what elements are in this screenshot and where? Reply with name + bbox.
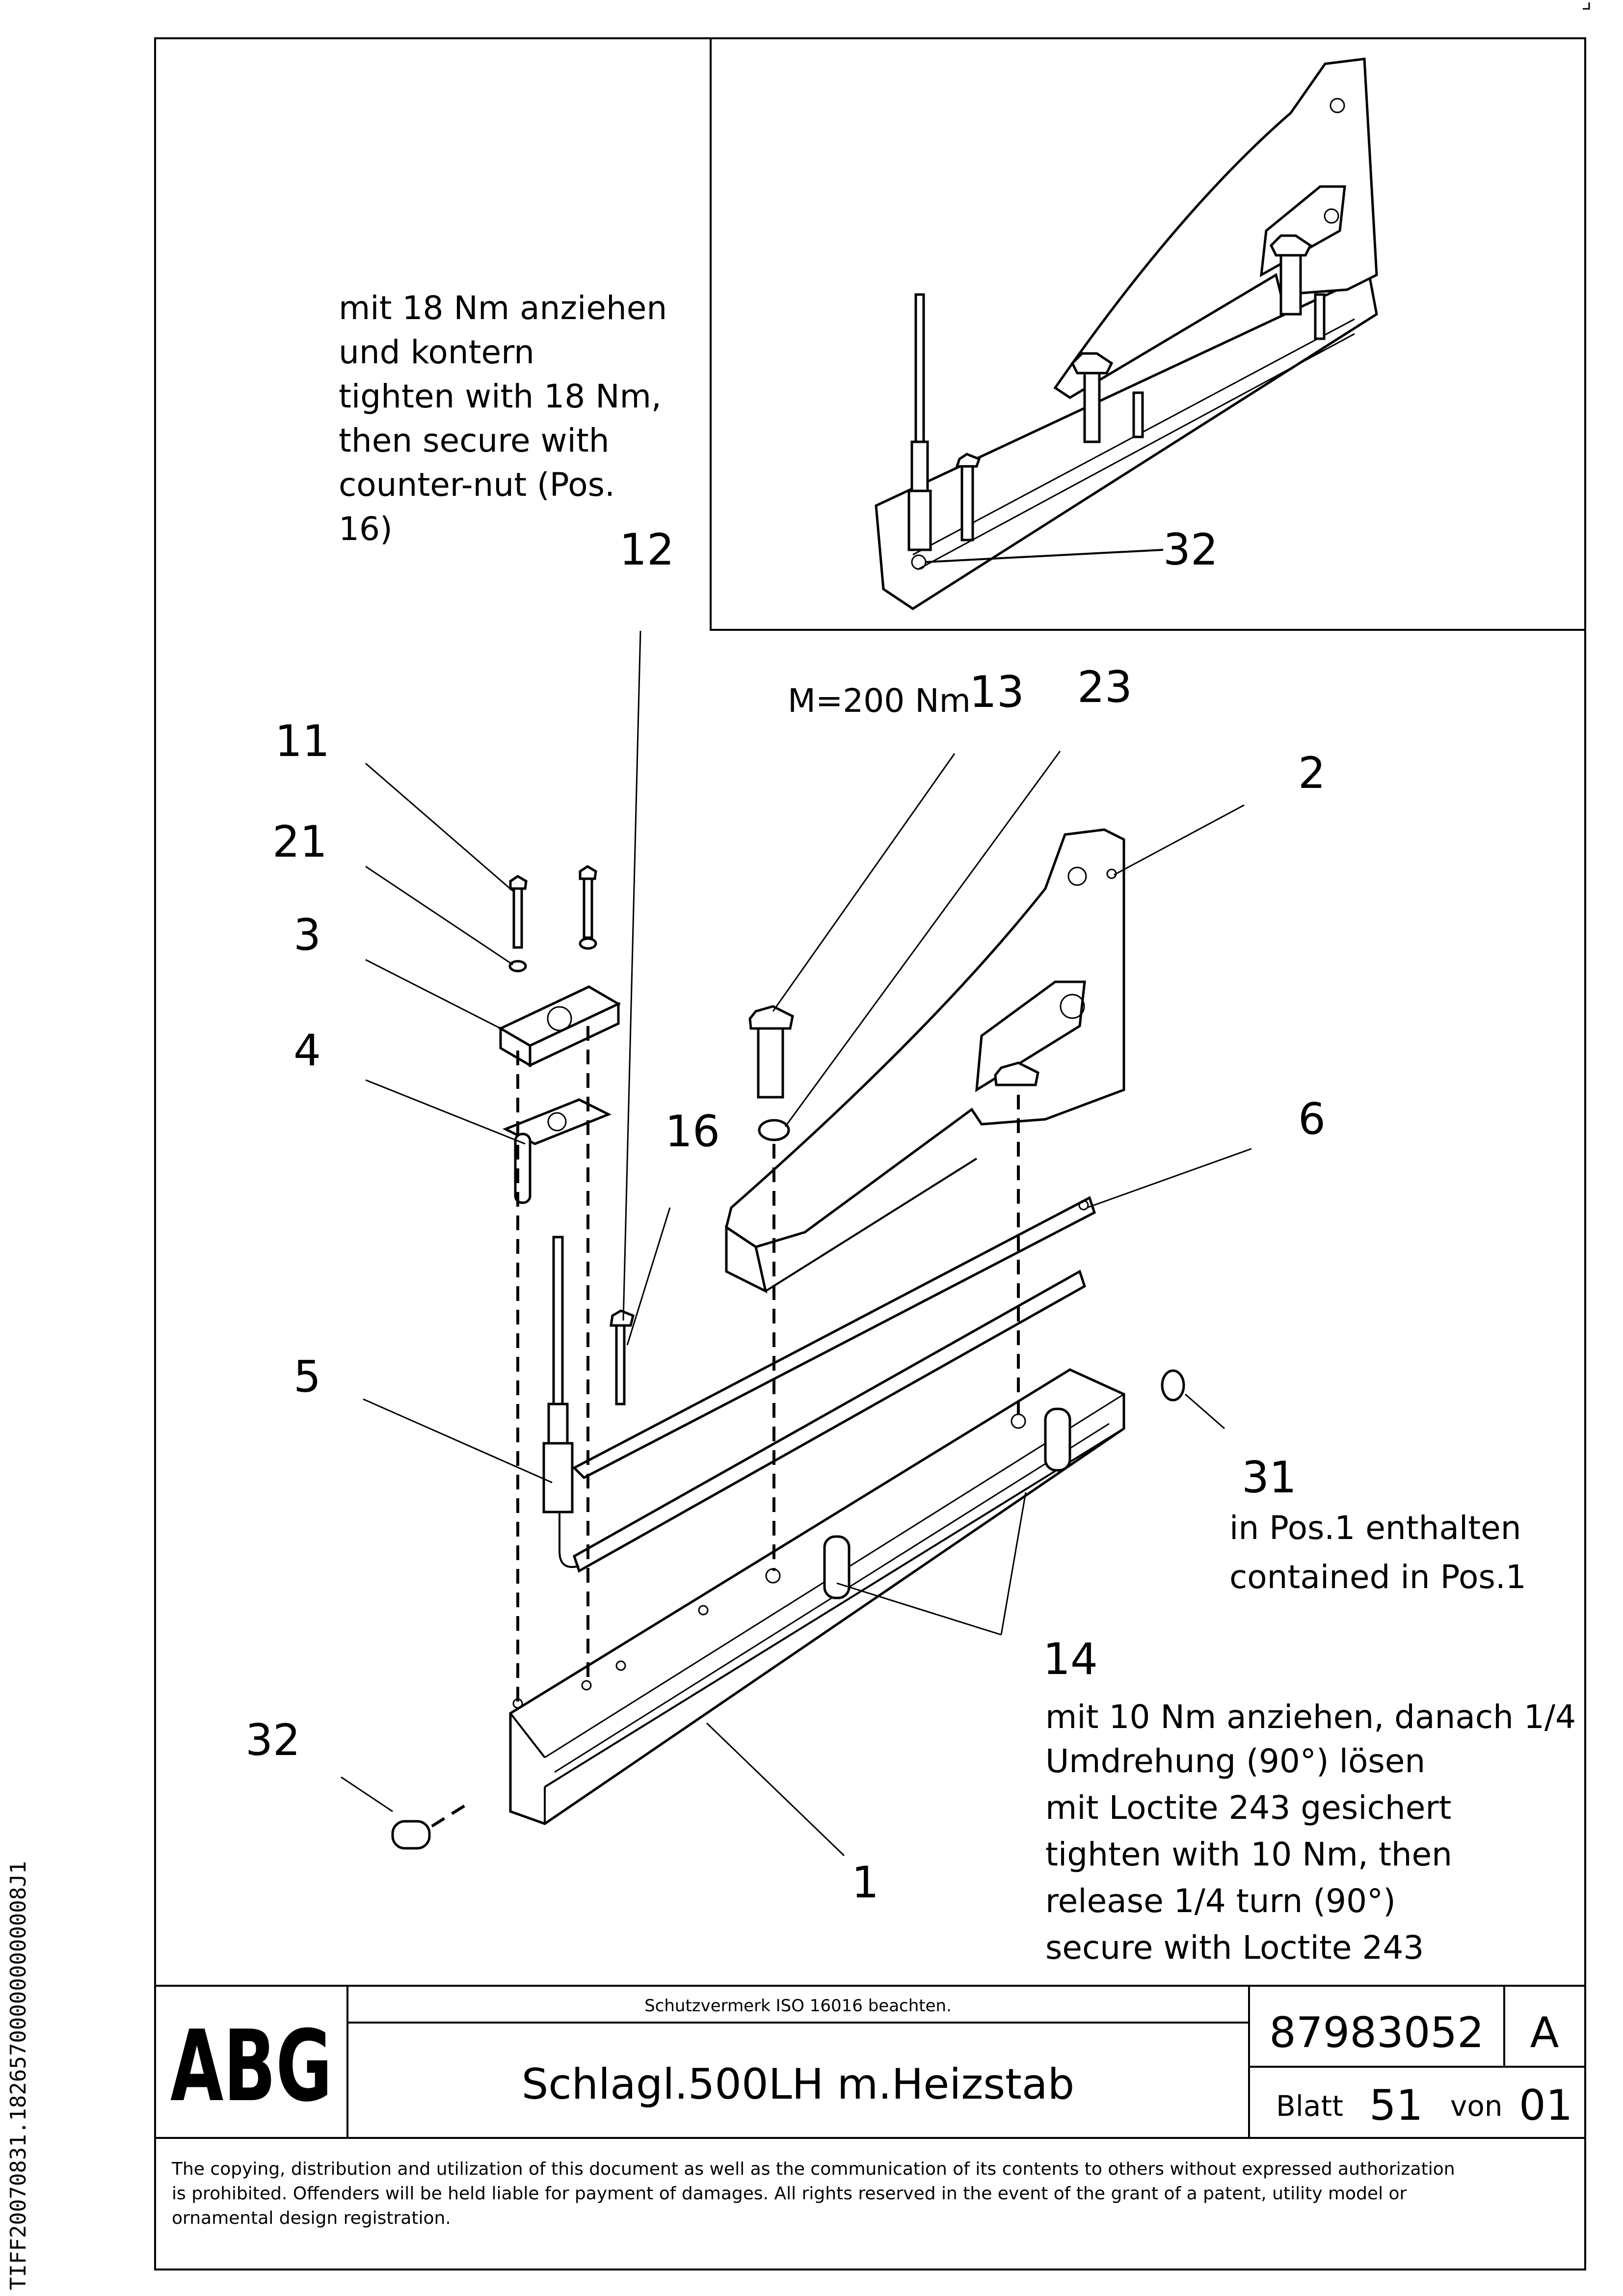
callout-6: 6 <box>1298 1094 1326 1144</box>
callout-2: 2 <box>1298 748 1326 798</box>
sheet-number: 51 <box>1369 2081 1423 2130</box>
callout-1: 1 <box>851 1857 879 1908</box>
part-14-clamp-a <box>823 1535 851 1599</box>
part-14-clamp-b <box>1044 1407 1071 1472</box>
abg-logo: ABG <box>170 2009 332 2124</box>
part-23-washer <box>758 1119 790 1141</box>
part-31-pin <box>1161 1369 1185 1402</box>
svg-text:then secure with: then secure with <box>339 422 610 459</box>
svg-text:is prohibited. Offenders will: is prohibited. Offenders will be held li… <box>172 2184 1407 2204</box>
of-label: von <box>1450 2089 1503 2123</box>
callout-32-detail: 32 <box>1163 524 1218 575</box>
svg-text:ornamental design registration: ornamental design registration. <box>172 2208 451 2228</box>
part-21-washer <box>508 960 527 972</box>
callout-14: 14 <box>1043 1634 1098 1684</box>
svg-text:secure with Loctite 243: secure with Loctite 243 <box>1045 1929 1424 1967</box>
svg-text:tighten with 10 Nm, then: tighten with 10 Nm, then <box>1045 1836 1452 1873</box>
callout-4: 4 <box>293 1025 321 1076</box>
callout-31: 31 <box>1242 1452 1297 1503</box>
svg-text:tighten with 18 Nm,: tighten with 18 Nm, <box>339 378 662 415</box>
exploded-view <box>391 828 1185 1850</box>
callout-11: 11 <box>275 716 330 766</box>
callout-21: 21 <box>272 816 327 867</box>
svg-text:release 1/4 turn (90°): release 1/4 turn (90°) <box>1045 1882 1396 1920</box>
sheet-total: 01 <box>1519 2081 1572 2130</box>
drawing-number: 87983052 <box>1269 2008 1484 2057</box>
leader-lines <box>341 630 1252 1857</box>
detail-bracket <box>1053 57 1378 399</box>
callout-5: 5 <box>293 1351 321 1402</box>
note-torque-200: M=200 Nm <box>788 682 971 720</box>
callout-3: 3 <box>293 910 321 960</box>
svg-text:counter-nut (Pos.: counter-nut (Pos. <box>339 466 615 504</box>
part-5-heating-rod <box>552 1236 564 1405</box>
callout-32: 32 <box>245 1715 300 1765</box>
note-pos14: mit 10 Nm anziehen, danach 1/4 Umdrehung… <box>1045 1698 1576 1967</box>
part-13-bolt <box>757 1027 784 1099</box>
corner-mark <box>1583 2 1590 10</box>
drawing-frame <box>154 37 1586 2270</box>
svg-text:The copying, distribution and: The copying, distribution and utilizatio… <box>171 2159 1455 2179</box>
drawing-title: Schlagl.500LH m.Heizstab <box>522 2060 1074 2109</box>
part-16-counter-nut <box>610 1309 635 1327</box>
svg-text:16): 16) <box>339 510 393 548</box>
callout-13: 13 <box>969 667 1024 717</box>
part-32-pin <box>391 1820 431 1850</box>
svg-text:mit Loctite 243 gesichert: mit Loctite 243 gesichert <box>1045 1789 1451 1827</box>
note-counter-nut: mit 18 Nm anziehen und kontern tighten w… <box>339 289 667 548</box>
detail-view-frame <box>710 38 1584 631</box>
detail-view <box>875 57 1378 610</box>
protection-note: Schutzvermerk ISO 16016 beachten. <box>644 1996 952 2016</box>
svg-text:mit 18 Nm anziehen: mit 18 Nm anziehen <box>339 289 667 327</box>
part-11-screw <box>512 887 523 949</box>
side-document-code: TIFF20070831.182657000000000008J1 <box>6 1861 31 2290</box>
svg-text:contained in Pos.1: contained in Pos.1 <box>1229 1558 1526 1596</box>
detail-leader-32 <box>925 549 1164 563</box>
callout-labels: 11 21 3 4 5 12 16 13 23 2 6 31 14 32 1 3… <box>245 524 1326 1908</box>
svg-text:und kontern: und kontern <box>339 333 534 371</box>
callout-23: 23 <box>1077 662 1132 712</box>
svg-text:Umdrehung (90°) lösen: Umdrehung (90°) lösen <box>1045 1742 1425 1780</box>
part-6-strip <box>572 1196 1096 1480</box>
part-2-bracket <box>725 828 1125 1248</box>
legal-notice: The copying, distribution and utilizatio… <box>171 2159 1455 2228</box>
svg-text:mit 10 Nm anziehen, danach 1/4: mit 10 Nm anziehen, danach 1/4 <box>1045 1698 1576 1736</box>
sheet-label: Blatt <box>1276 2089 1343 2123</box>
callout-12: 12 <box>619 524 674 575</box>
part-12-screw <box>615 1324 626 1405</box>
revision: A <box>1530 2008 1559 2057</box>
note-pos31: in Pos.1 enthalten contained in Pos.1 <box>1229 1509 1526 1596</box>
callout-16: 16 <box>665 1106 720 1157</box>
title-block: ABG Schutzvermerk ISO 16016 beachten. Sc… <box>155 1985 1584 2139</box>
svg-text:in Pos.1 enthalten: in Pos.1 enthalten <box>1229 1509 1521 1547</box>
